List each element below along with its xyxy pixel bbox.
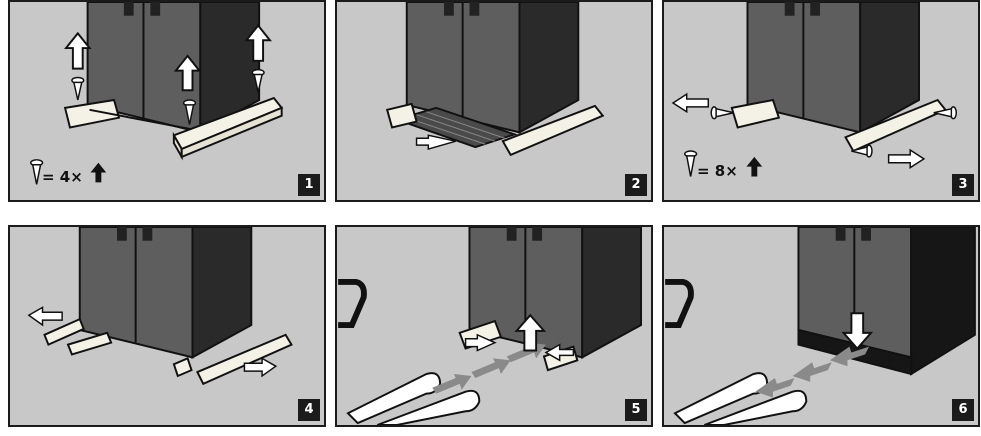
pallet-beam: [732, 100, 779, 127]
left-arrow-icon: [673, 94, 708, 112]
screw-count-text: = 8×: [697, 162, 738, 180]
step-panel-6: 6: [662, 225, 980, 427]
step-number-badge: 3: [952, 174, 974, 196]
screw-count-text: = 4×: [42, 168, 83, 186]
step-number-badge: 1: [298, 174, 320, 196]
step-panel-2: 2: [335, 0, 653, 202]
step-6-illustration: [664, 227, 978, 425]
pallet-jack-icon: [665, 282, 691, 325]
up-arrow-icon: [747, 157, 763, 177]
step-number-badge: 6: [952, 399, 974, 421]
up-arrow-icon: [91, 163, 107, 183]
left-arrow-icon: [755, 347, 869, 398]
right-arrow-icon: [889, 150, 924, 168]
step-number-badge: 4: [298, 399, 320, 421]
step-panel-1: = 4× 1: [8, 0, 326, 202]
step-panel-3: = 8× 3: [662, 0, 980, 202]
step-panel-5: 5: [335, 225, 653, 427]
step-4-illustration: [10, 227, 324, 425]
step-5-illustration: [337, 227, 651, 425]
left-arrow-icon: [29, 307, 62, 325]
screw-count-label: = 8×: [697, 162, 738, 180]
pallet-beam: [174, 358, 192, 376]
step-number-badge: 5: [625, 399, 647, 421]
step-panel-4: 4: [8, 225, 326, 427]
pallet-jack-icon: [338, 282, 364, 325]
step-number-badge: 2: [625, 174, 647, 196]
screw-count-label: = 4×: [42, 168, 83, 186]
pallet-beam: [68, 333, 111, 355]
step-2-illustration: [337, 2, 651, 200]
screw-icon: [31, 160, 43, 185]
screw-icon: [685, 151, 697, 176]
